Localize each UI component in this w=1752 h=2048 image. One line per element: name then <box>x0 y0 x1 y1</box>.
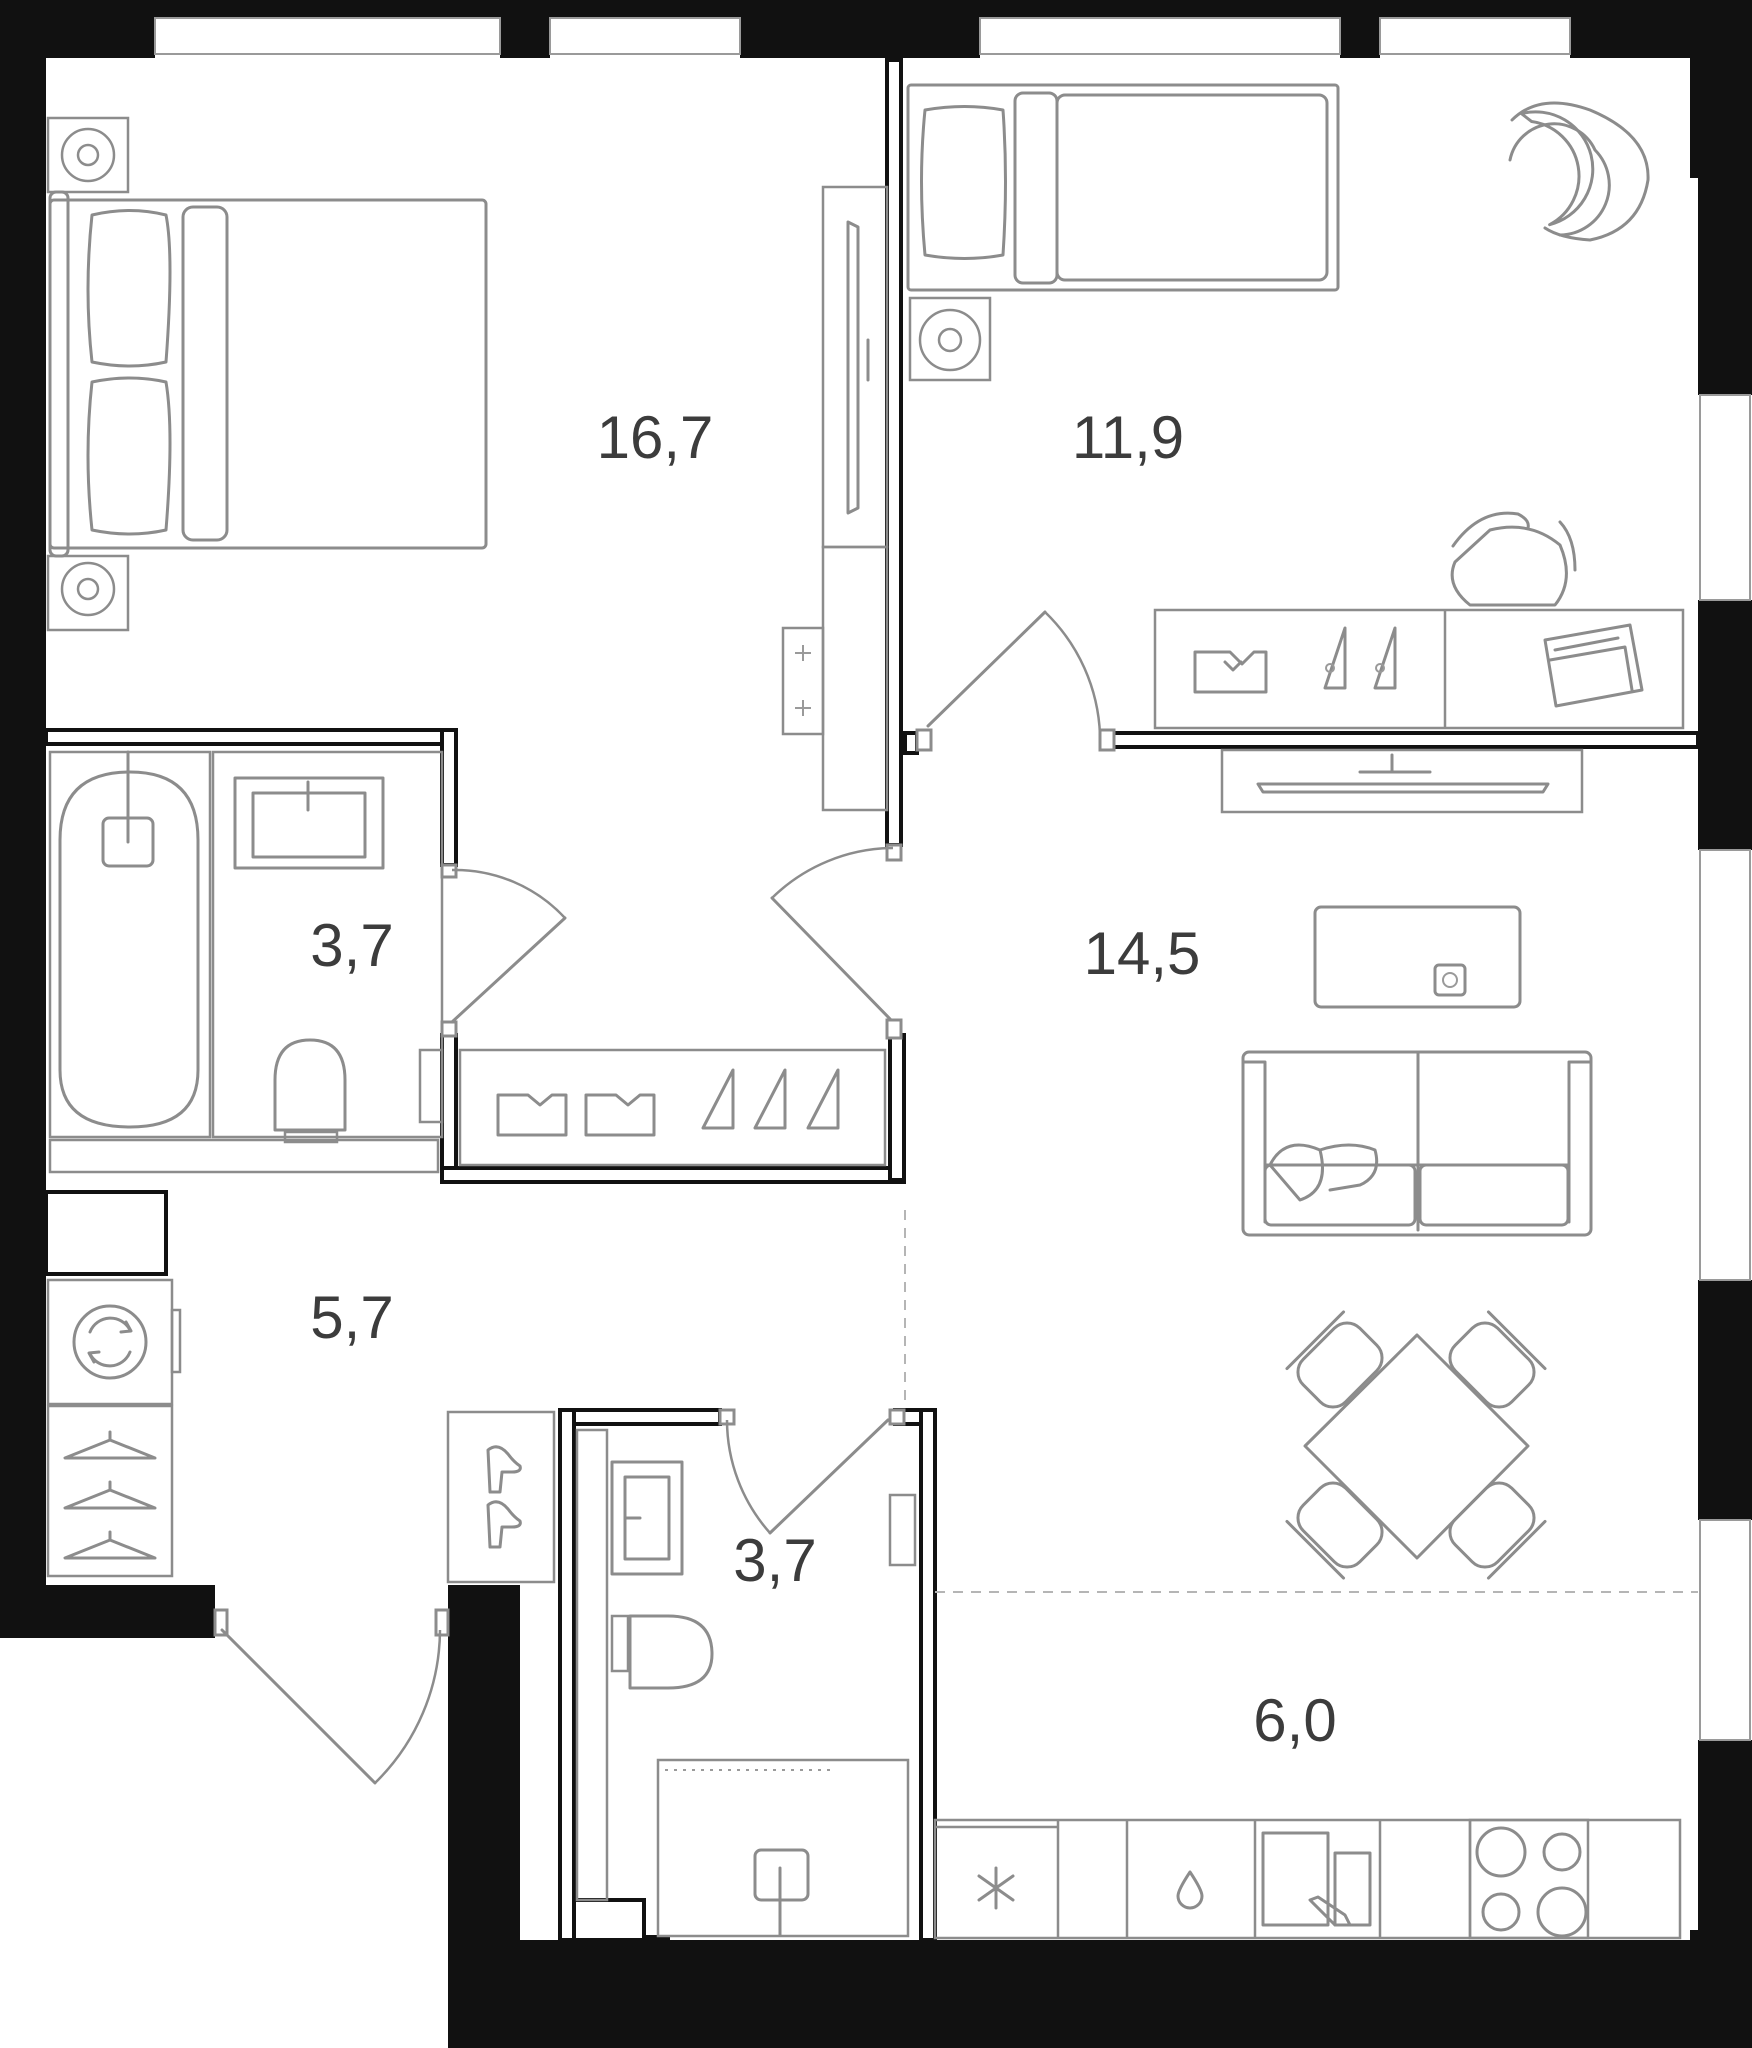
stove-icon <box>1468 1818 1590 1940</box>
desk-icon <box>1153 608 1685 730</box>
hanger-icon <box>458 1048 887 1167</box>
fridge-icon <box>977 1866 1015 1910</box>
kitchen-sink-icon <box>1261 1831 1372 1927</box>
shower-icon <box>656 1758 910 1938</box>
bathroom-cabinet <box>418 1048 444 1124</box>
toilet-room-shelf <box>575 1428 609 1902</box>
double-bed-icon <box>48 190 488 558</box>
sofa-icon <box>1241 1050 1593 1237</box>
interior-walls <box>44 58 1700 1942</box>
bathroom-area: 3,7 <box>310 912 393 979</box>
hanger-icon <box>1193 626 1397 694</box>
sink-icon <box>211 750 444 1139</box>
sink-icon <box>610 1460 684 1576</box>
hallway-area: 5,7 <box>310 1284 393 1351</box>
bath-shelf <box>48 1138 440 1174</box>
doors <box>213 610 1116 1785</box>
single-bed-icon <box>906 83 1340 292</box>
dishwasher-icon <box>1176 1870 1204 1910</box>
bathtub-icon <box>48 750 212 1139</box>
nightstand-icon <box>46 554 130 632</box>
toilet-room-cabinet <box>888 1493 917 1567</box>
bedroom-small-area: 11,9 <box>1072 404 1184 471</box>
tv-icon <box>821 185 889 549</box>
coffee-table-icon <box>1313 905 1522 1009</box>
armchair-icon <box>1508 101 1650 242</box>
dining-table-icon <box>1285 1310 1547 1580</box>
desk-chair-icon <box>1450 511 1577 607</box>
toilet-icon <box>273 1038 347 1144</box>
living-room-area: 14,5 <box>1084 920 1201 987</box>
nightstand-icon <box>908 296 992 382</box>
zone-dividers <box>904 1210 1698 1593</box>
kitchen-area: 6,0 <box>1253 1687 1336 1754</box>
shoes-icon <box>446 1410 556 1584</box>
laptop-icon <box>1543 623 1644 708</box>
toilet-room-area: 3,7 <box>733 1527 816 1594</box>
washing-machine-icon <box>46 1278 182 1406</box>
windows <box>154 17 1751 1741</box>
toilet-icon <box>610 1614 714 1690</box>
nightstand-icon <box>46 116 130 194</box>
bedroom-large-area: 16,7 <box>597 404 714 471</box>
kitchen-counter <box>933 1818 1682 1940</box>
wardrobe-icon <box>781 545 889 812</box>
tv-icon <box>1220 748 1584 814</box>
hanger-icon <box>46 1404 174 1578</box>
